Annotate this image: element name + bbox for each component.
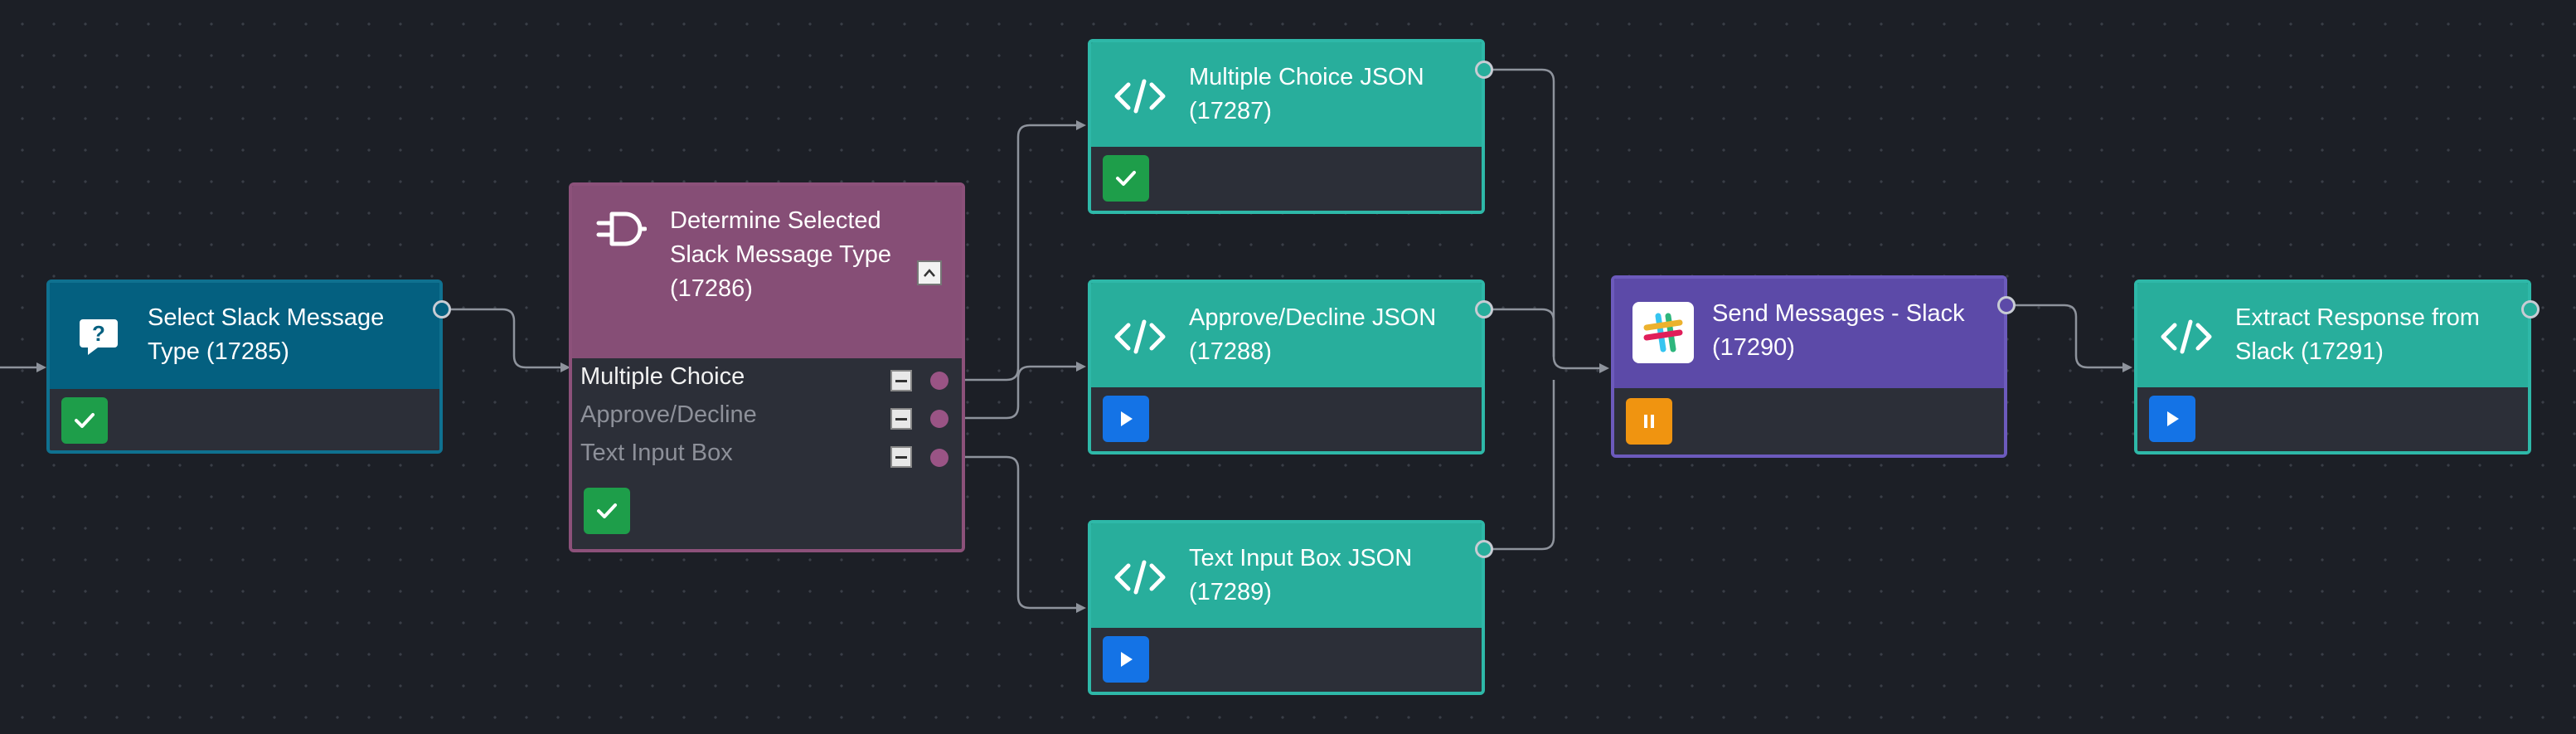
slack-icon xyxy=(1614,297,1712,368)
node-title: Select Slack Message Type (17285) xyxy=(148,304,385,365)
branch-output-port[interactable] xyxy=(930,449,948,467)
edge-tib-17289 xyxy=(937,455,1076,610)
code-icon xyxy=(1091,301,1189,372)
node-title: Send Messages - Slack (17290) xyxy=(1712,300,1965,361)
output-port[interactable] xyxy=(2521,300,2540,318)
status-success-badge[interactable] xyxy=(61,397,108,444)
remove-branch-button[interactable] xyxy=(890,370,912,391)
edge-ad-17288 xyxy=(937,365,1076,420)
node-multiple-choice-json[interactable]: Multiple Choice JSON (17287) xyxy=(1088,39,1485,214)
edge-17289-17290 xyxy=(1484,380,1555,551)
play-icon xyxy=(1121,411,1133,426)
node-send-messages-slack[interactable]: Send Messages - Slack (17290) xyxy=(1611,275,2007,458)
node-extract-response-from-slack[interactable]: Extract Response from Slack (17291) xyxy=(2134,280,2531,454)
branch-label-multiple-choice: Multiple Choice xyxy=(580,363,745,390)
remove-branch-button[interactable] xyxy=(890,408,912,430)
output-port[interactable] xyxy=(1475,61,1493,79)
node-text-input-box-json[interactable]: Text Input Box JSON (17289) xyxy=(1088,520,1485,695)
pause-icon xyxy=(1644,415,1654,428)
svg-text:?: ? xyxy=(92,321,105,346)
check-icon xyxy=(75,413,95,428)
play-icon xyxy=(2167,411,2179,426)
edge-17290-17291 xyxy=(2006,304,2122,369)
code-icon xyxy=(2137,301,2235,372)
node-title: Approve/Decline JSON (17288) xyxy=(1189,304,1437,365)
node-select-slack-message-type[interactable]: ? Select Slack Message Type (17285) xyxy=(46,280,443,454)
check-icon xyxy=(597,503,617,518)
branch-output-port[interactable] xyxy=(930,410,948,428)
run-button[interactable] xyxy=(1103,636,1149,683)
output-port[interactable] xyxy=(433,300,451,318)
output-port[interactable] xyxy=(1997,296,2016,314)
status-success-badge[interactable] xyxy=(1103,155,1149,202)
edge-mc-17287 xyxy=(937,124,1076,382)
code-icon xyxy=(1091,61,1189,132)
code-icon xyxy=(1091,542,1189,613)
collapse-button[interactable] xyxy=(917,260,942,285)
node-title: Extract Response from Slack (17291) xyxy=(2235,304,2480,365)
check-icon xyxy=(1116,171,1136,186)
plug-icon xyxy=(572,204,670,254)
node-title: Text Input Box JSON (17289) xyxy=(1189,545,1413,605)
branch-label-text-input-box: Text Input Box xyxy=(580,440,733,466)
branch-label-approve-decline: Approve/Decline xyxy=(580,401,757,428)
output-port[interactable] xyxy=(1475,300,1493,318)
play-icon xyxy=(1121,652,1133,667)
node-determine-selected-slack-message-type[interactable]: Determine Selected Slack Message Type (1… xyxy=(569,182,965,552)
run-button[interactable] xyxy=(1103,396,1149,442)
edge-17287-17290 xyxy=(1484,68,1599,370)
question-bubble-icon: ? xyxy=(50,301,148,372)
node-approve-decline-json[interactable]: Approve/Decline JSON (17288) xyxy=(1088,280,1485,454)
edge-17285-17286 xyxy=(442,308,560,369)
edge-17288-17290 xyxy=(1484,308,1555,357)
node-title: Multiple Choice JSON (17287) xyxy=(1189,64,1424,124)
branch-output-port[interactable] xyxy=(930,372,948,390)
node-title: Determine Selected Slack Message Type (1… xyxy=(670,207,892,302)
remove-branch-button[interactable] xyxy=(890,446,912,468)
output-port[interactable] xyxy=(1475,540,1493,558)
run-button[interactable] xyxy=(2149,396,2195,442)
status-success-badge[interactable] xyxy=(584,488,630,534)
chevron-up-icon xyxy=(924,269,935,277)
pause-button[interactable] xyxy=(1626,398,1672,445)
